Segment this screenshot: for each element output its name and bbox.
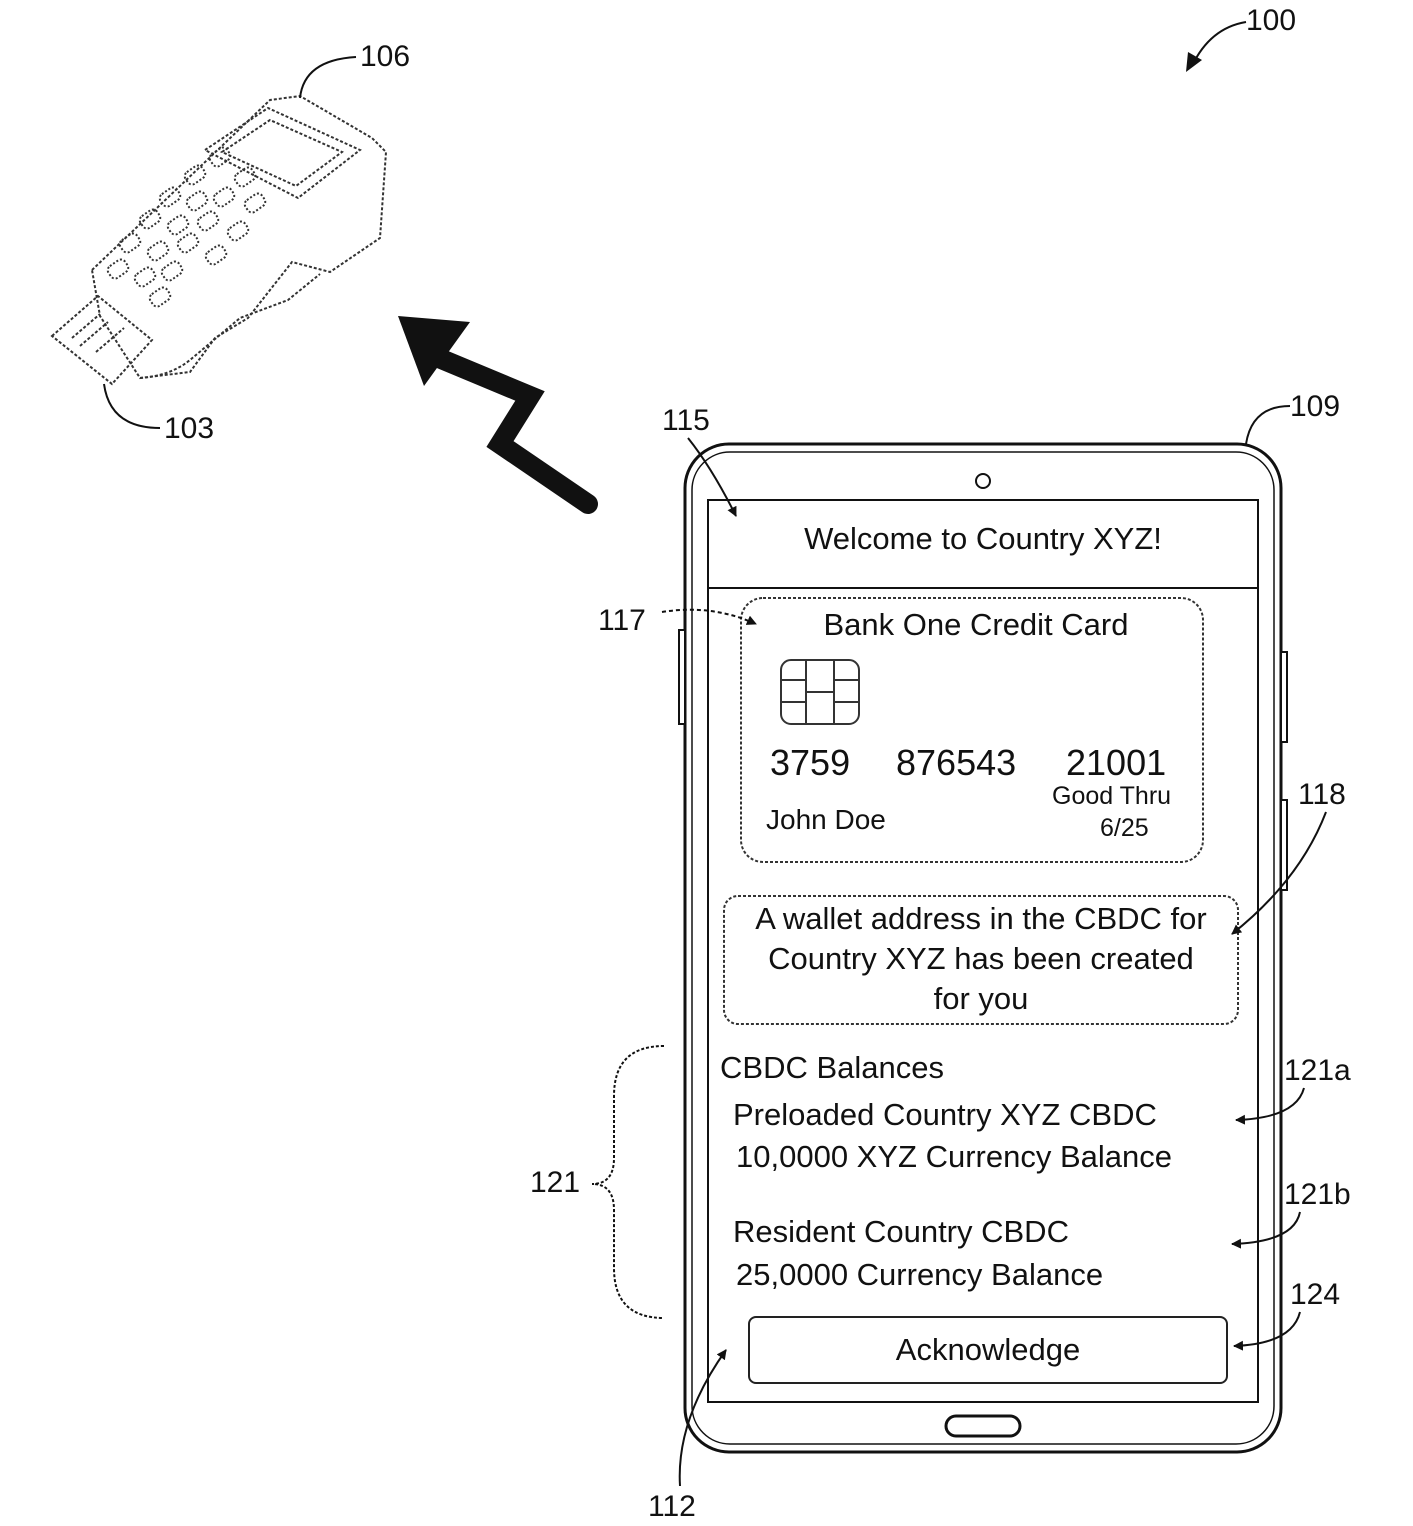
ref-121a: 121a <box>1284 1054 1351 1088</box>
wallet-notice-line-1: A wallet address in the CBDC for <box>724 901 1238 937</box>
ref-100: 100 <box>1246 4 1296 38</box>
ref-118: 118 <box>1298 778 1346 812</box>
inserted-card <box>52 296 152 384</box>
good-thru-date: 6/25 <box>1100 814 1149 843</box>
leader-109 <box>1246 406 1290 444</box>
ref-121: 121 <box>530 1166 580 1200</box>
ref-124: 124 <box>1290 1278 1340 1312</box>
good-thru-label: Good Thru <box>1052 782 1171 811</box>
ref-112: 112 <box>648 1490 696 1524</box>
acknowledge-button[interactable]: Acknowledge <box>748 1316 1228 1384</box>
card-title: Bank One Credit Card <box>741 607 1211 643</box>
resident-cbdc-title: Resident Country CBDC <box>733 1214 1069 1250</box>
brace-121 <box>592 1046 664 1318</box>
ref-109: 109 <box>1290 390 1340 424</box>
ref-117: 117 <box>598 604 646 638</box>
wallet-notice-line-3: for you <box>724 981 1238 1017</box>
leader-103 <box>104 384 160 428</box>
balances-heading: CBDC Balances <box>720 1050 944 1086</box>
preloaded-cbdc-title: Preloaded Country XYZ CBDC <box>733 1097 1157 1133</box>
front-camera <box>976 474 990 488</box>
welcome-banner: Welcome to Country XYZ! <box>708 521 1258 557</box>
resident-cbdc-amount: 25,0000 Currency Balance <box>736 1257 1103 1293</box>
card-number-part-1: 3759 <box>770 742 850 784</box>
preloaded-cbdc-amount: 10,0000 XYZ Currency Balance <box>736 1139 1172 1175</box>
leader-106 <box>300 57 356 98</box>
wallet-notice-line-2: Country XYZ has been created <box>724 941 1238 977</box>
cardholder-name: John Doe <box>766 804 886 836</box>
ref-106: 106 <box>360 40 410 74</box>
card-number-part-2: 876543 <box>896 742 1016 784</box>
home-button <box>946 1416 1020 1436</box>
ref-115: 115 <box>662 404 710 438</box>
arrowhead-100 <box>1186 52 1202 72</box>
card-reader-terminal <box>92 96 386 378</box>
card-number-part-3: 21001 <box>1066 742 1166 784</box>
ref-103: 103 <box>164 412 214 446</box>
wireless-signal-arrow <box>398 316 588 504</box>
ref-121b: 121b <box>1284 1178 1351 1212</box>
